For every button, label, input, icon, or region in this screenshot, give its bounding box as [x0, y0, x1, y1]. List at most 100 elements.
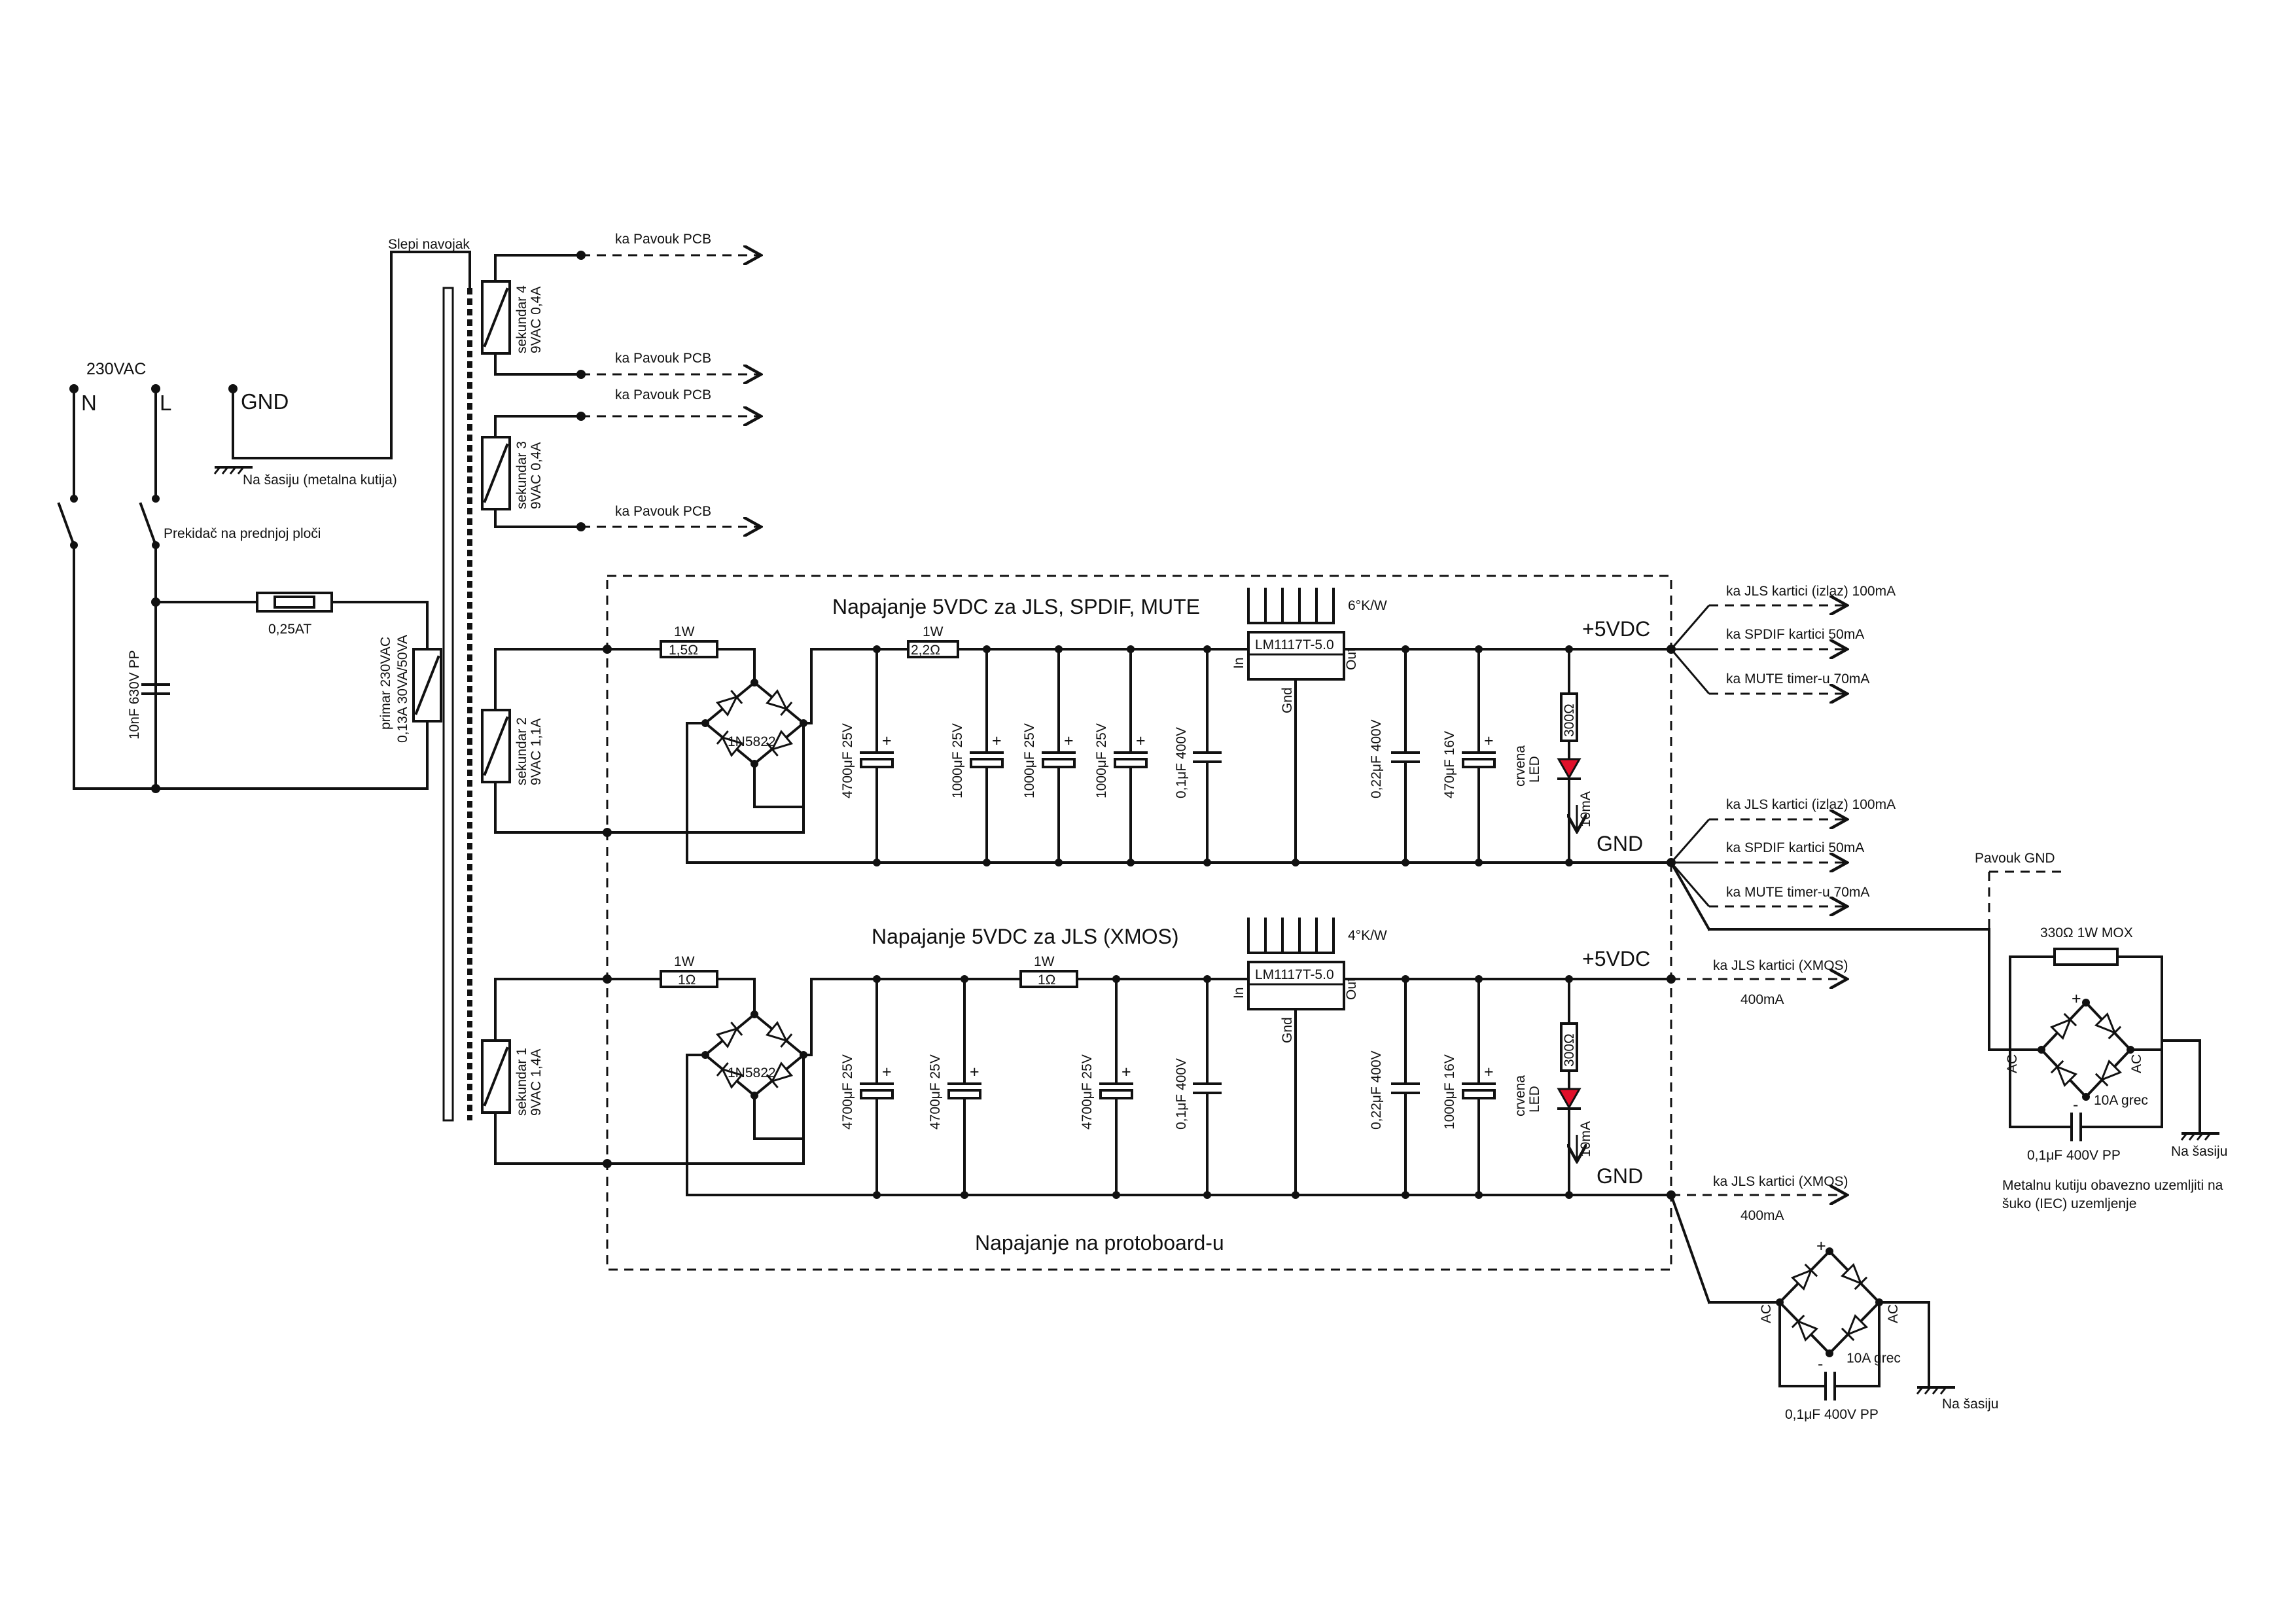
- svg-text:-: -: [1818, 1355, 1823, 1373]
- s2-res1-power: 1W: [674, 954, 695, 969]
- line-label: L: [160, 391, 171, 415]
- s2-led-1: crvena: [1513, 1075, 1528, 1116]
- pavouk-label-4: ka Pavouk PCB: [615, 504, 711, 519]
- s2-heatsink-label: 4°K/W: [1348, 928, 1387, 943]
- s1-cap-2: 1000μF 25V: [950, 723, 965, 798]
- s1-res1-value: 1,5Ω: [669, 643, 698, 658]
- pavouk-label-2: ka Pavouk PCB: [615, 351, 711, 366]
- pavouk-label-1: ka Pavouk PCB: [615, 232, 711, 247]
- svg-text:+: +: [1484, 732, 1494, 750]
- chassis-note: Na šasiju (metalna kutija): [243, 473, 397, 488]
- s2-res2-power: 1W: [1034, 954, 1055, 969]
- svg-text:+: +: [1122, 1063, 1131, 1081]
- sec1-label-2: 9VAC 1,4A: [529, 1049, 544, 1116]
- svg-text:+: +: [882, 732, 892, 750]
- pavouk-label-3: ka Pavouk PCB: [615, 387, 711, 402]
- s1-plus-label: +5VDC: [1582, 617, 1650, 641]
- s2-cap-3: 4700μF 25V: [1080, 1054, 1095, 1130]
- snubber-capacitor: [141, 601, 170, 695]
- gb2-chassis: Na šasiju: [1942, 1397, 1998, 1412]
- svg-text:Gnd: Gnd: [1280, 1017, 1295, 1043]
- svg-text:+: +: [1816, 1237, 1826, 1255]
- shield-winding-note: Slepi navojak: [388, 237, 470, 252]
- s2-led-2: LED: [1527, 1086, 1542, 1113]
- sec4-label-1: sekundar 4: [514, 285, 529, 353]
- s1-res2-power: 1W: [923, 624, 944, 639]
- s2-cap-4: 0,1μF 400V: [1174, 1058, 1189, 1130]
- s1-cap-1: 4700μF 25V: [840, 723, 855, 798]
- secondary-3: sekundar 3 9VAC 0,4A: [481, 415, 582, 528]
- svg-text:+: +: [992, 732, 1002, 750]
- mains-input: 230VAC N L GND Slepi navojak Na šasiju (…: [57, 237, 471, 793]
- s2-bridge-rectifier: [701, 1010, 807, 1099]
- transformer-core: [442, 287, 472, 1122]
- sec1-label-1: sekundar 1: [514, 1048, 529, 1116]
- s2-plus-label: +5VDC: [1582, 947, 1650, 971]
- s1-bridge-label: 1N5822: [728, 734, 776, 749]
- sec3-label-2: 9VAC 0,4A: [529, 442, 544, 509]
- svg-text:+: +: [2072, 990, 2081, 1008]
- s1-capacitors: + + + + +: [860, 645, 1496, 866]
- mains-gnd-label: GND: [241, 389, 289, 414]
- svg-text:-: -: [2073, 1096, 2078, 1114]
- snubber-cap-label: 10nF 630V PP: [127, 650, 142, 740]
- secondary-4: sekundar 4 9VAC 0,4A: [481, 254, 582, 376]
- svg-text:Gnd: Gnd: [1280, 687, 1295, 713]
- ground-breaker-2: Na šasiju + - AC AC 10A grec 0,1μF 400V …: [1669, 1193, 1998, 1422]
- s1-led-branch: [1557, 645, 1580, 866]
- s1-cap-7: 470μF 16V: [1442, 731, 1457, 798]
- pavouk-gnd-label: Pavouk GND: [1975, 851, 2055, 866]
- gb2-ac-left: AC: [1759, 1304, 1774, 1323]
- s2-cap-6: 1000μF 16V: [1442, 1054, 1457, 1130]
- svg-text:+: +: [970, 1063, 980, 1081]
- primary-label-2: 0,13A 30VA/50VA: [395, 635, 410, 743]
- sec3-label-1: sekundar 3: [514, 441, 529, 509]
- s1-out-gnd-1: ka JLS kartici (izlaz) 100mA: [1726, 797, 1896, 812]
- s2-regulator-label: LM1117T-5.0: [1255, 967, 1334, 982]
- gb2-rating: 10A grec: [1846, 1351, 1901, 1366]
- s1-led-current: 10mA: [1578, 791, 1593, 827]
- sec2-label-2: 9VAC 1,1A: [529, 719, 544, 785]
- supply-1: Napajanje 5VDC za JLS, SPDIF, MUTE sekun…: [481, 584, 1896, 906]
- sec2-label-1: sekundar 2: [514, 717, 529, 785]
- ground-breaker-1: Pavouk GND 330Ω 1W MOX + - AC AC 10A gre…: [1669, 851, 2227, 1211]
- gb1-ac-right: AC: [2129, 1054, 2144, 1073]
- s2-res1-value: 1Ω: [678, 972, 696, 988]
- supply2-title: Napajanje 5VDC za JLS (XMOS): [872, 925, 1179, 948]
- s2-cap-2: 4700μF 25V: [928, 1054, 943, 1130]
- s2-regulator: [1247, 961, 1345, 1010]
- s2-heatsink: [1247, 918, 1335, 954]
- gb1-resistor: 330Ω 1W MOX: [2040, 925, 2133, 940]
- supply1-title: Napajanje 5VDC za JLS, SPDIF, MUTE: [832, 595, 1200, 618]
- s1-out-plus-2: ka SPDIF kartici 50mA: [1726, 627, 1864, 642]
- s2-led-res: 300Ω: [1562, 1033, 1577, 1067]
- power-switch: [57, 495, 160, 549]
- s1-res1-power: 1W: [674, 624, 695, 639]
- svg-text:+: +: [1484, 1063, 1494, 1081]
- s1-cap-5: 0,1μF 400V: [1174, 727, 1189, 798]
- svg-text:+: +: [882, 1063, 892, 1081]
- chassis-ground-symbol: [213, 466, 253, 474]
- s2-out-gnd: ka JLS kartici (XMOS): [1713, 1174, 1848, 1189]
- s2-out-plus: ka JLS kartici (XMOS): [1713, 958, 1848, 973]
- svg-text:+: +: [1136, 732, 1146, 750]
- switch-note: Prekidač na prednjoj ploči: [164, 526, 321, 541]
- s1-out-plus-3: ka MUTE timer-u 70mA: [1726, 671, 1869, 687]
- gb1-ac-left: AC: [2005, 1054, 2020, 1073]
- gb2-cap: 0,1μF 400V PP: [1785, 1407, 1879, 1422]
- s1-out-gnd-2: ka SPDIF kartici 50mA: [1726, 840, 1864, 855]
- s1-cap-6: 0,22μF 400V: [1369, 719, 1384, 798]
- svg-text:Out: Out: [1344, 978, 1359, 1000]
- s1-cap-3: 1000μF 25V: [1022, 723, 1037, 798]
- protoboard-label: Napajanje na protoboard-u: [975, 1231, 1224, 1255]
- primary-label-1: primar 230VAC: [378, 637, 393, 730]
- gb1-note-1: Metalnu kutiju obavezno uzemljiti na: [2002, 1178, 2223, 1193]
- svg-text:+: +: [1064, 732, 1074, 750]
- mains-voltage: 230VAC: [86, 360, 146, 378]
- s1-heatsink: [1247, 588, 1335, 624]
- fuse-label: 0,25AT: [268, 622, 311, 637]
- s1-led-res: 300Ω: [1562, 704, 1577, 737]
- gb1-note-2: šuko (IEC) uzemljenje: [2002, 1196, 2136, 1211]
- s2-led-current: 10mA: [1578, 1121, 1593, 1157]
